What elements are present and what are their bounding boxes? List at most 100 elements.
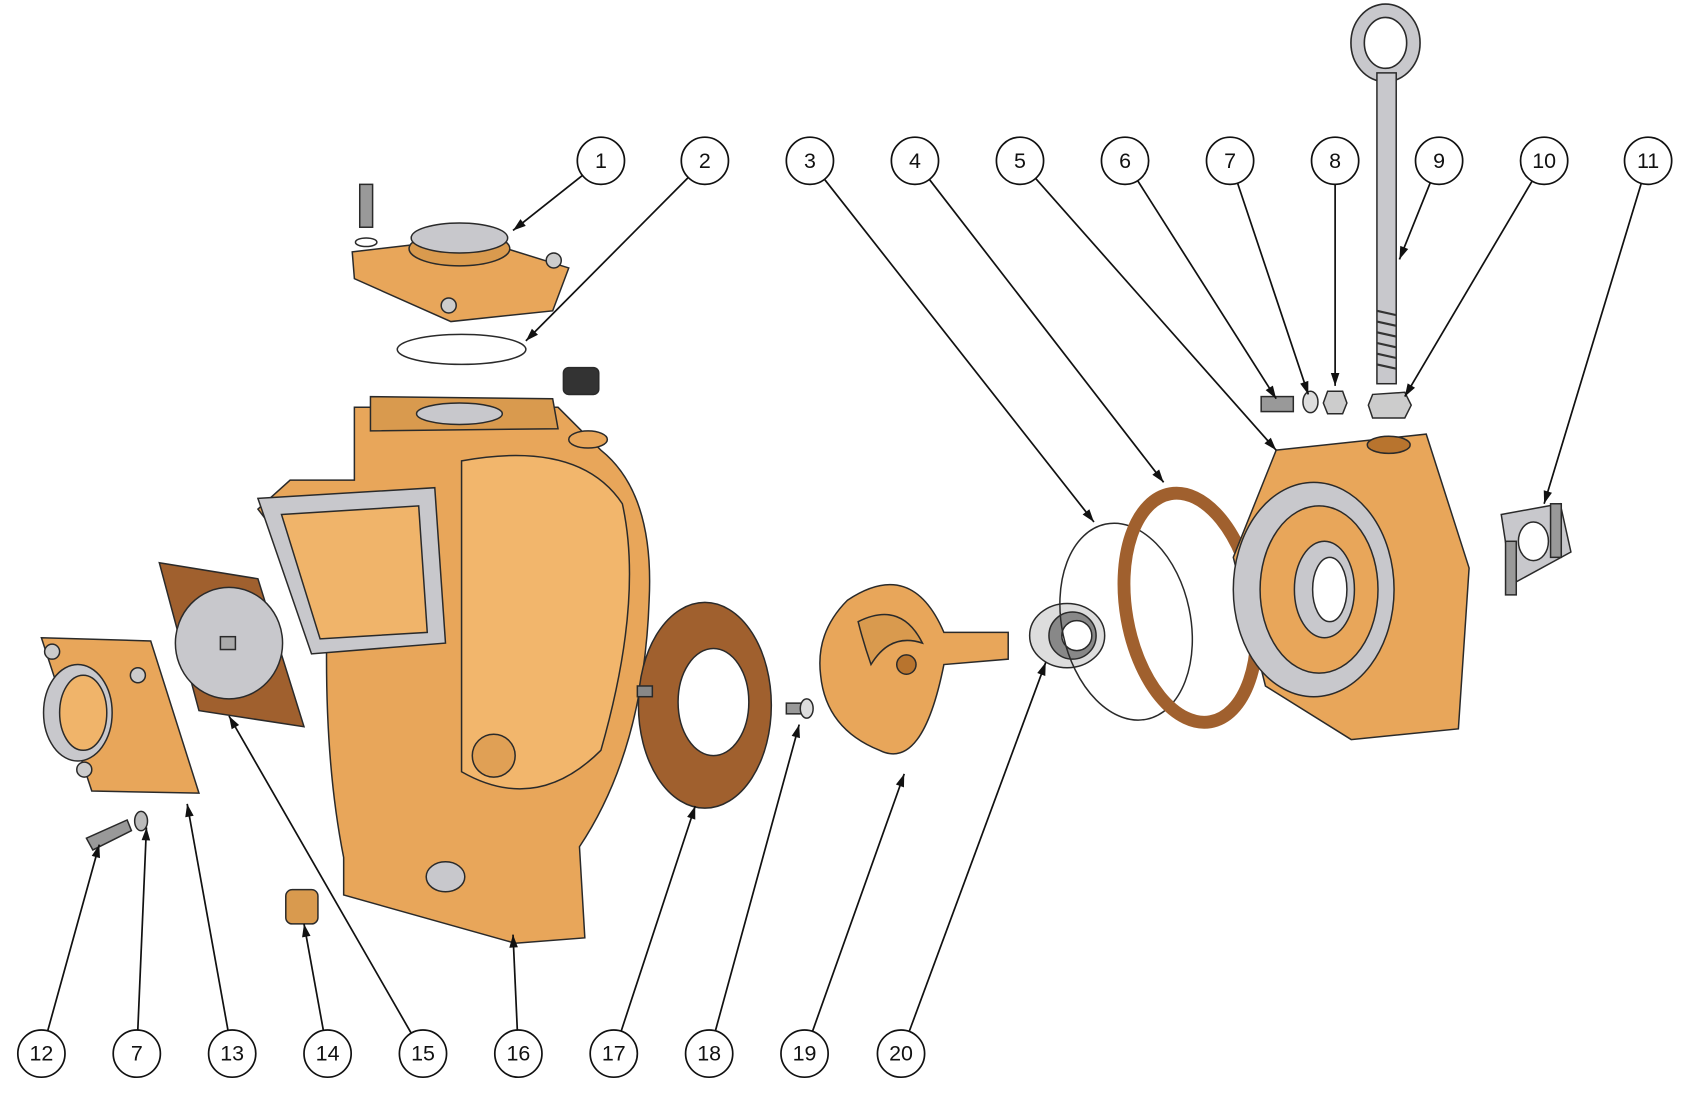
leader-line-16	[512, 934, 519, 1031]
leader-line-19	[811, 773, 906, 1032]
arrowhead	[513, 219, 526, 231]
balloon-7: 7	[112, 1029, 162, 1079]
balloon-number: 17	[602, 1042, 626, 1066]
balloon-number: 5	[1014, 149, 1026, 173]
part-discharge-flange	[351, 183, 570, 323]
part-impeller	[819, 584, 1009, 755]
leader-line-13	[186, 803, 229, 1031]
balloon-8: 8	[1310, 136, 1360, 186]
balloon-number: 7	[1224, 149, 1236, 173]
leader-line-4	[928, 178, 1165, 483]
balloon-5: 5	[995, 136, 1045, 186]
arrowhead	[185, 803, 194, 818]
leader-line-2	[525, 176, 689, 342]
part-shaft-clamp	[1500, 502, 1572, 596]
arrowhead	[91, 844, 100, 859]
arrowhead	[141, 827, 151, 841]
leader-line-12	[46, 844, 101, 1032]
leader-line-5	[1034, 177, 1277, 451]
arrowhead	[1265, 385, 1277, 399]
balloon-number: 13	[220, 1042, 244, 1066]
part-eye-bolt	[1350, 3, 1421, 385]
leader-lines	[46, 174, 1643, 1034]
balloon-4: 4	[890, 136, 940, 186]
arrowhead	[525, 328, 538, 341]
balloon-7: 7	[1205, 136, 1255, 186]
balloon-number: 16	[506, 1042, 530, 1066]
balloon-number: 7	[131, 1042, 143, 1066]
part-stud-washer-nut	[1260, 390, 1348, 415]
balloon-number: 10	[1532, 149, 1556, 173]
balloon-number: 6	[1119, 149, 1131, 173]
balloon-20: 20	[876, 1029, 926, 1079]
balloon-9: 9	[1414, 136, 1464, 186]
balloon-number: 15	[411, 1042, 435, 1066]
balloon-number: 4	[909, 149, 921, 173]
arrowhead	[1037, 662, 1046, 676]
parts	[40, 3, 1572, 944]
leader-line-15	[228, 715, 412, 1034]
arrowhead	[791, 724, 800, 739]
leader-line-20	[908, 662, 1047, 1032]
leader-line-18	[714, 724, 801, 1032]
leader-line-3	[823, 178, 1095, 523]
part-suction-flange	[40, 636, 200, 794]
part-nut	[1367, 391, 1413, 419]
balloon-17: 17	[589, 1029, 639, 1079]
part-seal-o-ring	[1059, 522, 1194, 721]
leader-line-7	[1236, 182, 1310, 395]
balloon-number: 19	[793, 1042, 817, 1066]
part-mechanical-seal	[1028, 602, 1106, 669]
balloon-number: 14	[316, 1042, 340, 1066]
arrowhead	[302, 923, 311, 938]
leader-line-10	[1404, 180, 1533, 398]
balloon-number: 2	[699, 149, 711, 173]
leader-line-14	[303, 923, 325, 1031]
part-bearing-bracket	[1232, 433, 1470, 741]
leader-line-11	[1543, 183, 1643, 505]
balloon-number: 1	[595, 149, 607, 173]
balloon-number: 18	[697, 1042, 721, 1066]
part-screw	[785, 698, 814, 719]
arrowhead	[895, 773, 905, 788]
arrowhead	[1300, 380, 1309, 395]
leader-line-6	[1136, 180, 1277, 400]
balloon-14: 14	[303, 1029, 353, 1079]
arrowhead	[1399, 245, 1409, 260]
balloon-number: 3	[804, 149, 816, 173]
part-o-ring	[396, 333, 527, 366]
leader-line-17	[620, 805, 697, 1032]
leader-line-9	[1398, 182, 1432, 260]
balloon-11: 11	[1623, 136, 1673, 186]
part-pump-casing	[256, 395, 651, 944]
balloon-number: 11	[1637, 149, 1659, 173]
arrowhead	[1330, 373, 1340, 386]
balloon-16: 16	[493, 1029, 543, 1079]
balloon-3: 3	[785, 136, 835, 186]
balloon-19: 19	[780, 1029, 829, 1079]
balloon-2: 2	[680, 136, 730, 186]
arrowhead	[1543, 490, 1552, 504]
part-fill-plug	[562, 366, 600, 396]
arrowhead	[1082, 509, 1094, 522]
part-cover-gasket	[158, 561, 306, 728]
balloon-number: 20	[889, 1042, 913, 1066]
balloon-13: 13	[207, 1029, 257, 1079]
balloon-12: 12	[16, 1029, 66, 1079]
part-wear-plate	[636, 601, 773, 809]
balloon-number: 8	[1329, 149, 1341, 173]
arrowhead	[1264, 437, 1277, 451]
leader-line-7	[136, 827, 148, 1031]
balloon-6: 6	[1100, 136, 1150, 186]
balloon-15: 15	[398, 1029, 448, 1079]
arrowhead	[1152, 469, 1164, 483]
part-bolt-and-washer	[85, 810, 149, 851]
balloon-number: 12	[29, 1042, 53, 1066]
balloon-number: 9	[1433, 149, 1445, 173]
arrowhead	[509, 934, 518, 948]
arrowhead	[228, 715, 240, 730]
balloon-18: 18	[684, 1029, 734, 1079]
